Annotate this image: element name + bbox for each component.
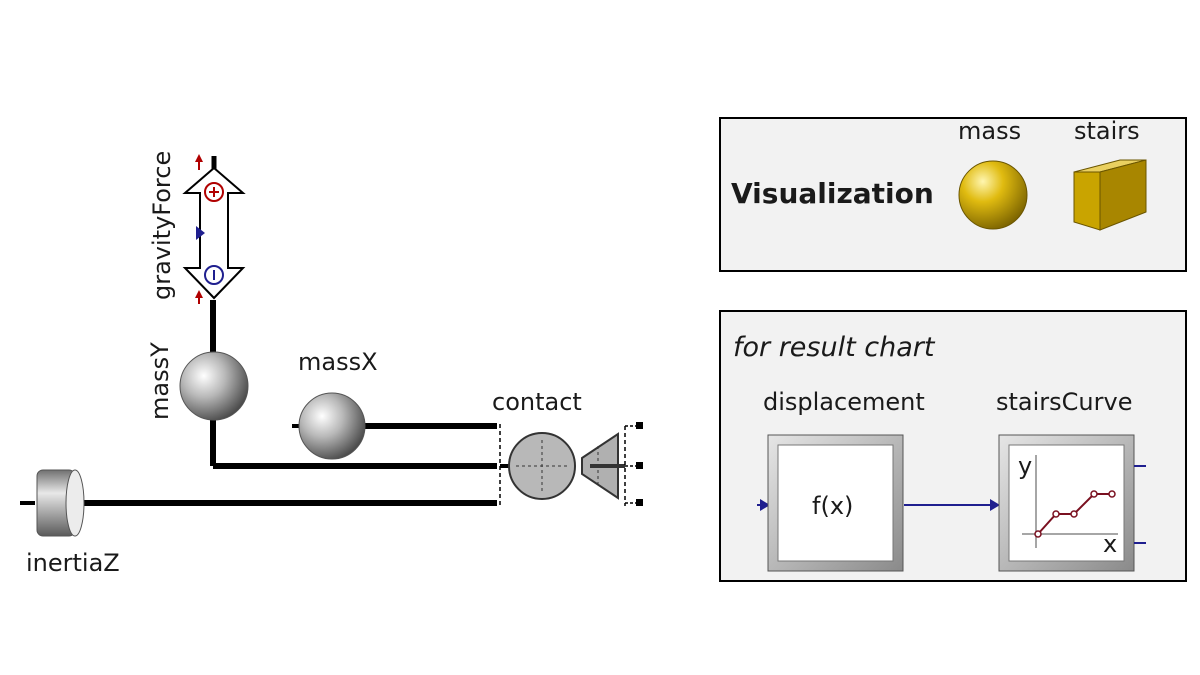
mass-x-label: massX bbox=[298, 348, 378, 376]
positive-pin-icon bbox=[204, 182, 224, 202]
wires bbox=[20, 300, 497, 506]
input-arrow-icon bbox=[760, 499, 770, 511]
signal-arrow-icon bbox=[990, 499, 1000, 511]
displacement-label: displacement bbox=[763, 388, 925, 416]
stairs-vis-label: stairs bbox=[1074, 117, 1140, 145]
stairs-curve-block[interactable]: y x bbox=[998, 434, 1146, 572]
visualization-panel: Visualization mass stairs bbox=[719, 117, 1187, 272]
mass-y-label: massY bbox=[146, 342, 174, 420]
inertia-z-label: inertiaZ bbox=[26, 549, 120, 577]
visualization-title: Visualization bbox=[731, 177, 934, 210]
gravity-force-block[interactable] bbox=[182, 154, 246, 304]
stairs-block-icon[interactable] bbox=[1073, 159, 1147, 231]
force-input-arrow-icon bbox=[196, 226, 205, 240]
mass-sphere-icon[interactable] bbox=[958, 160, 1028, 230]
displacement-expression: f(x) bbox=[812, 492, 853, 520]
mass-vis-label: mass bbox=[958, 117, 1021, 145]
stairs-axis-x: x bbox=[1103, 530, 1117, 558]
contact-block[interactable] bbox=[499, 422, 643, 506]
mass-y-ball[interactable] bbox=[179, 351, 249, 421]
result-chart-panel: for result chart displacement stairsCurv… bbox=[719, 310, 1187, 582]
gravity-force-label: gravityForce bbox=[148, 151, 176, 300]
inertia-z-cylinder[interactable] bbox=[36, 469, 85, 537]
stairs-axis-y: y bbox=[1018, 452, 1032, 480]
negative-pin-icon bbox=[204, 265, 224, 285]
contact-label: contact bbox=[492, 388, 582, 416]
stairs-curve-label: stairsCurve bbox=[996, 388, 1132, 416]
mass-x-ball[interactable] bbox=[298, 392, 366, 460]
result-chart-title: for result chart bbox=[733, 332, 936, 363]
displacement-block[interactable]: f(x) bbox=[767, 434, 904, 572]
